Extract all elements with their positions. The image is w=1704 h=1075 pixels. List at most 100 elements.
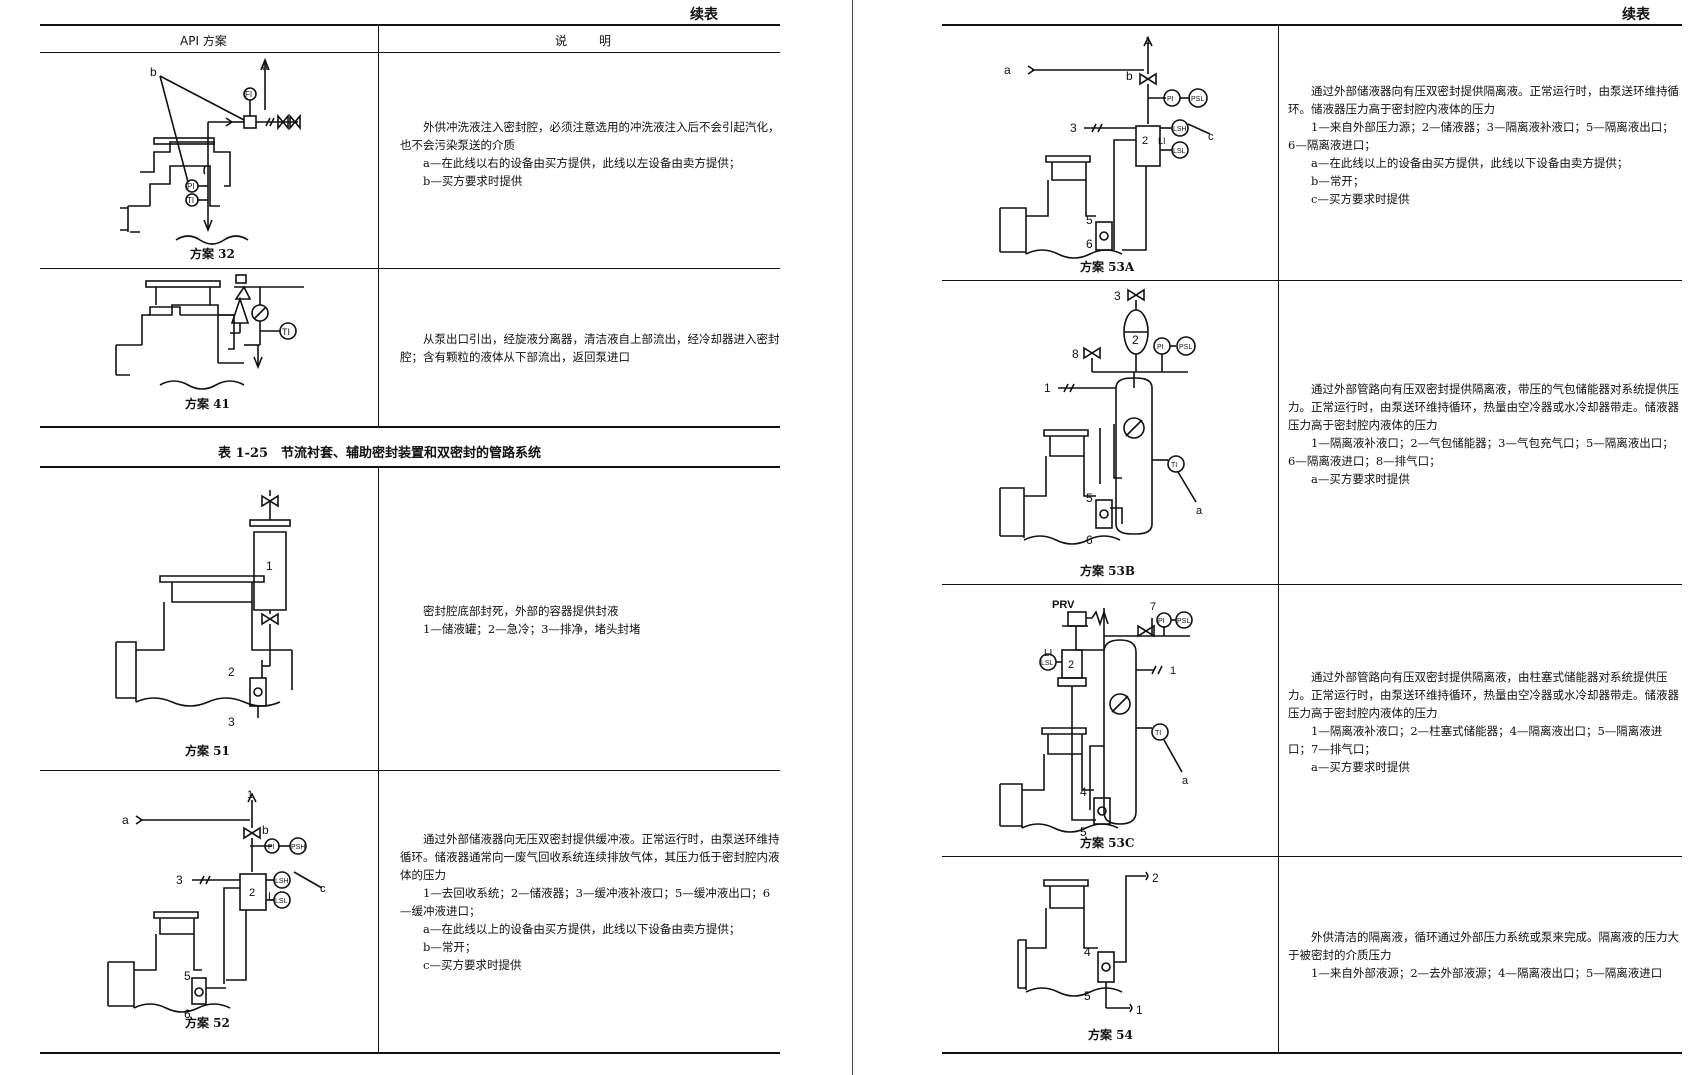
label-l: L	[268, 891, 274, 903]
caption-plan-53c: 方案 53C	[1080, 836, 1135, 850]
header-rule	[40, 52, 780, 53]
table-top-rule	[942, 24, 1682, 26]
desc-text: 通过外部管路向有压双密封提供隔离液，带压的气包储能器对系统提供压力。正常运行时，…	[1288, 382, 1679, 432]
label-lsh: LSH	[1173, 126, 1187, 133]
caption-plan-53a: 方案 53A	[1080, 260, 1135, 274]
label-pi: PI	[1158, 618, 1165, 625]
label-psl: PSL	[1177, 618, 1190, 625]
label-5: 5	[1086, 213, 1093, 227]
label-3: 3	[1114, 289, 1121, 303]
plan-41-diagram: TI	[115, 274, 304, 390]
description-plan-51: 密封腔底部封死，外部的容器提供封液 1—储液罐；2—急冷；3—排净，堵头封堵	[400, 602, 780, 638]
label-3: 3	[228, 715, 235, 729]
label-2: 2	[1132, 333, 1139, 347]
table2-top-rule	[40, 466, 780, 468]
plan-52-diagram: a 1 b PI PSH 3 2 L LSH LSL c 5 6	[107, 789, 326, 1021]
table-bottom-rule	[40, 426, 780, 428]
label-1: 1	[1136, 1003, 1143, 1017]
desc-text: 从泵出口引出，经旋液分离器，清洁液自上部流出，经冷却器进入密封腔；含有颗粒的液体…	[400, 332, 780, 364]
label-2: 2	[1152, 871, 1159, 885]
desc-text: 1—隔离液补液口；2—气包储能器；3—气包充气口；5—隔离液出口；6—隔离液进口…	[1288, 436, 1674, 468]
column-divider-2	[378, 466, 379, 1052]
continued-label: 续表	[690, 7, 718, 23]
table-bottom-rule	[942, 1052, 1682, 1054]
label-lsl: LSL	[275, 898, 288, 905]
label-a: a	[1004, 63, 1011, 77]
caption-plan-41: 方案 41	[185, 397, 230, 411]
label-lsl: LSL	[1041, 660, 1054, 667]
label-c: c	[1208, 131, 1214, 143]
label-li: LI	[1044, 648, 1052, 659]
label-5: 5	[184, 969, 191, 983]
row-rule	[40, 268, 780, 269]
description-plan-52: 通过外部储液器向无压双密封提供缓冲液。正常运行时，由泵送环维持循环。储液器通常向…	[400, 830, 780, 974]
desc-text: 外供冲洗液注入密封腔，必须注意选用的冲洗液注入后不会引起汽化，也不会污染泵送的介…	[400, 120, 780, 152]
desc-text: a—买方要求时提供	[1311, 472, 1410, 486]
desc-text: b—常开；	[423, 940, 477, 954]
label-lsh: LSH	[275, 878, 289, 885]
label-6: 6	[1086, 237, 1093, 251]
label-2: 2	[1068, 659, 1074, 671]
desc-text: 外供清洁的隔离液，循环通过外部压力系统或泵来完成。隔离液的压力大于被密封的介质压…	[1288, 930, 1679, 962]
label-psh: PSH	[291, 844, 305, 851]
label-pi: PI	[187, 182, 195, 191]
desc-text: b—常开；	[1311, 174, 1365, 188]
desc-text: a—在此线以上的设备由买方提供，此线以下设备由卖方提供；	[423, 922, 741, 936]
label-1: 1	[1145, 35, 1151, 47]
label-5: 5	[1086, 491, 1093, 505]
label-2: 2	[249, 887, 255, 899]
description-plan-32: 外供冲洗液注入密封腔，必须注意选用的冲洗液注入后不会引起汽化，也不会污染泵送的介…	[400, 118, 780, 190]
desc-text: 密封腔底部封死，外部的容器提供封液	[423, 604, 619, 618]
label-pi: PI	[268, 844, 275, 851]
label-4: 4	[1084, 945, 1091, 959]
desc-text: a—买方要求时提供	[1311, 760, 1410, 774]
caption-plan-53b: 方案 53B	[1080, 564, 1136, 578]
label-6: 6	[1086, 533, 1093, 547]
plan-53b-diagram: 3 2 8 PI PSL 1 TI a 5 6	[999, 288, 1203, 547]
label-lsl: LSL	[1173, 148, 1186, 155]
label-ti: TI	[282, 327, 290, 337]
label-a: a	[1196, 505, 1203, 517]
label-1: 1	[1044, 381, 1051, 395]
page-divider	[852, 0, 853, 1075]
desc-text: c—买方要求时提供	[423, 958, 522, 972]
description-plan-53c: 通过外部管路向有压双密封提供隔离液，由柱塞式储能器对系统提供压力。正常运行时，由…	[1288, 668, 1680, 776]
row-rule	[942, 856, 1682, 857]
description-plan-53b: 通过外部管路向有压双密封提供隔离液，带压的气包储能器对系统提供压力。正常运行时，…	[1288, 380, 1680, 488]
label-psl: PSL	[1179, 344, 1192, 351]
desc-text: b—买方要求时提供	[423, 174, 523, 188]
label-8: 8	[1072, 347, 1079, 361]
column-divider	[1278, 24, 1279, 1052]
description-plan-54: 外供清洁的隔离液，循环通过外部压力系统或泵来完成。隔离液的压力大于被密封的介质压…	[1288, 928, 1680, 982]
label-a: a	[262, 61, 269, 73]
label-fi: FI	[245, 90, 252, 99]
plan-54-diagram: 2 4 5 1	[1017, 871, 1159, 1017]
label-7: 7	[1150, 601, 1156, 613]
desc-text: a—在此线以右的设备由买方提供，此线以左设备由卖方提供；	[423, 156, 741, 170]
header-api-plan: API 方案	[180, 34, 227, 48]
header-description: 说 明	[555, 34, 622, 48]
description-plan-41: 从泵出口引出，经旋液分离器，清洁液自上部流出，经冷却器进入密封腔；含有颗粒的液体…	[400, 330, 780, 366]
label-6: 6	[184, 1007, 191, 1021]
caption-plan-52: 方案 52	[185, 1016, 230, 1030]
row-rule	[942, 280, 1682, 281]
label-c: c	[320, 883, 326, 895]
desc-text: 通过外部储液器向无压双密封提供缓冲液。正常运行时，由泵送环维持循环。储液器通常向…	[400, 832, 780, 882]
label-ti: TI	[187, 196, 194, 205]
label-1: 1	[1170, 665, 1176, 677]
right-page: 续表	[852, 0, 1704, 1075]
description-plan-53a: 通过外部储液器向有压双密封提供隔离液。正常运行时，由泵送环维持循环。储液器压力高…	[1288, 82, 1680, 208]
desc-text: 通过外部管路向有压双密封提供隔离液，由柱塞式储能器对系统提供压力。正常运行时，由…	[1288, 670, 1679, 720]
label-b: b	[1126, 69, 1133, 83]
column-divider-1	[378, 24, 379, 426]
desc-text: 1—储液罐；2—急冷；3—排净，堵头封堵	[423, 622, 641, 636]
plan-51-diagram: 1 2 3	[115, 490, 293, 729]
desc-text: c—买方要求时提供	[1311, 192, 1410, 206]
label-b: b	[150, 65, 157, 79]
caption-plan-51: 方案 51	[185, 744, 230, 758]
plan-32-diagram: b a FI PI TI	[120, 57, 301, 245]
label-ti: TI	[1171, 462, 1177, 469]
table2-bottom-rule	[40, 1052, 780, 1054]
label-5: 5	[1080, 825, 1087, 839]
label-2: 2	[1142, 135, 1148, 147]
